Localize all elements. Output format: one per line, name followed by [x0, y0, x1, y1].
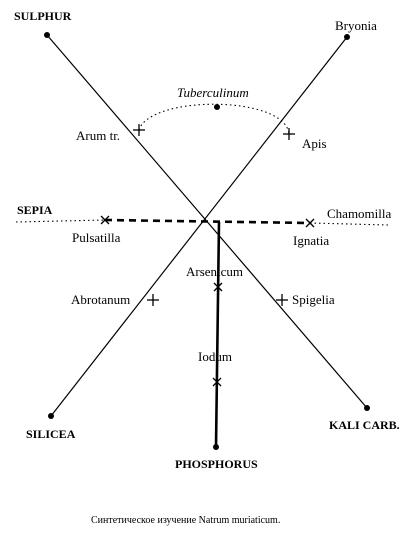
caption: Синтетическое изучение Natrum muriaticum… [91, 515, 280, 526]
label-arum: Arum tr. [76, 128, 120, 143]
label-chamomilla: Chamomilla [327, 206, 392, 221]
arc-tuberculinum [138, 103, 290, 135]
label-kali-carb: KALI CARB. [329, 418, 400, 432]
label-ignatia: Ignatia [293, 233, 329, 248]
mark-ignatia [305, 218, 315, 228]
label-apis: Apis [302, 136, 327, 151]
dot-silicea [48, 413, 54, 419]
label-arsenicum: Arsenicum [186, 264, 243, 279]
mark-iodum [212, 377, 222, 387]
dot-kali [364, 405, 370, 411]
mark-arum [133, 124, 145, 136]
label-phosphorus: PHOSPHORUS [175, 457, 258, 471]
label-silicea: SILICEA [26, 427, 76, 441]
label-spigelia: Spigelia [292, 292, 335, 307]
label-bryonia: Bryonia [335, 18, 377, 33]
label-abrotanum: Abrotanum [71, 292, 130, 307]
dotted-sepia [15, 219, 106, 223]
label-pulsatilla: Pulsatilla [72, 230, 121, 245]
label-sepia: SEPIA [17, 203, 53, 217]
label-iodum: Iodum [198, 349, 232, 364]
dot-phosphorus [213, 444, 219, 450]
mark-arsenicum [213, 282, 223, 292]
label-sulphur: SULPHUR [14, 9, 72, 23]
dot-tuberculinum [214, 104, 220, 110]
mark-abrotanum [147, 294, 159, 306]
line-center-phosphorus [214, 221, 221, 448]
label-tuberculinum: Tuberculinum [177, 85, 249, 100]
mark-spigelia [276, 294, 288, 306]
line-bryonia-silicea [50, 36, 348, 417]
dotted-chamomilla [309, 222, 389, 226]
dot-bryonia [344, 34, 350, 40]
dot-sulphur [44, 32, 50, 38]
mark-apis [283, 128, 295, 140]
mark-pulsatilla [100, 215, 110, 225]
dashed-pulsatilla-ignatia [104, 218, 311, 225]
